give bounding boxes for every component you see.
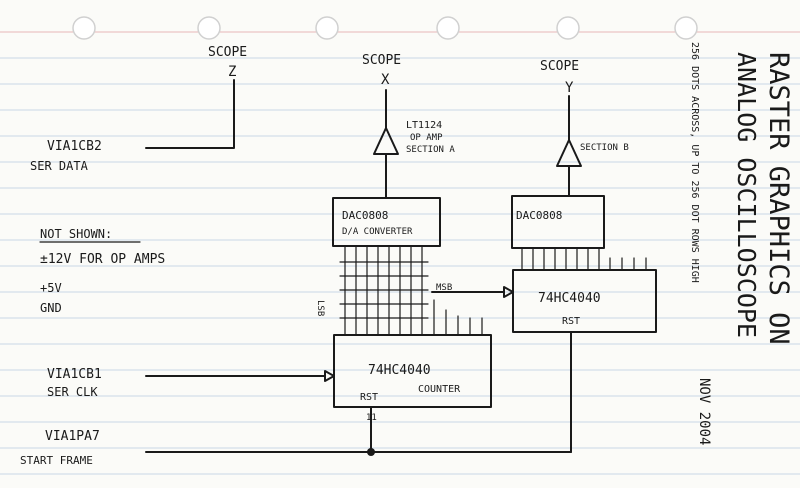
counter-main-part: 74HC4040 xyxy=(368,363,431,378)
opamp-b-section: SECTION B xyxy=(580,143,629,153)
scope-x-label: SCOPE xyxy=(362,53,401,68)
scope-y-label: SCOPE xyxy=(540,59,579,74)
opamp-a-part: LT1124 xyxy=(406,120,442,131)
counter-y-clock-arrow xyxy=(503,286,514,298)
not-shown-heading: NOT SHOWN: xyxy=(40,227,112,241)
junction-dot xyxy=(367,448,375,456)
start-frame-desc: START FRAME xyxy=(20,454,93,467)
dac-x-bus xyxy=(339,245,429,336)
counter-y-chip xyxy=(512,269,657,333)
dac-y-part: DAC0808 xyxy=(516,209,562,222)
title-line-2: ANALOG OSCILLOSCOPE xyxy=(732,52,761,338)
ser-clk-net: VIA1CB1 xyxy=(47,367,102,382)
start-frame-net: VIA1PA7 xyxy=(45,429,100,444)
scope-z-wire xyxy=(145,79,235,149)
not-shown-item: +5V xyxy=(40,281,62,295)
lsb-label: LSB xyxy=(315,300,325,316)
dac-y-bus xyxy=(521,247,647,271)
subtitle-line: 256 DOTS ACROSS, UP TO 256 DOT ROWS HIGH xyxy=(689,42,700,283)
counter-main-chip xyxy=(333,334,492,408)
counter-main-clock-arrow xyxy=(324,370,335,382)
opamp-a-type: OP AMP xyxy=(410,133,443,143)
ser-data-desc: SER DATA xyxy=(30,159,89,173)
not-shown-item: GND xyxy=(40,301,62,315)
dac-x-part: DAC0808 xyxy=(342,209,388,222)
counter-y-part: 74HC4040 xyxy=(538,291,601,306)
counter-y-rst: RST xyxy=(562,316,580,327)
ser-clk-desc: SER CLK xyxy=(47,385,98,399)
scope-x-letter: X xyxy=(381,72,390,88)
opamp-a-symbol xyxy=(373,127,399,155)
title-block: RASTER GRAPHICS ON ANALOG OSCILLOSCOPE xyxy=(732,52,794,345)
dac-x-desc: D/A CONVERTER xyxy=(342,227,413,237)
dac-y-chip xyxy=(511,195,605,249)
scope-z-label: SCOPE xyxy=(208,45,247,60)
date-label: NOV 2004 xyxy=(696,378,712,445)
scope-z-letter: Z xyxy=(228,64,236,80)
binder-holes xyxy=(72,16,698,40)
paper-rules xyxy=(0,31,800,475)
not-shown-item: ±12V FOR OP AMPS xyxy=(40,252,165,267)
scope-y-letter: Y xyxy=(565,80,574,96)
opamp-a-section: SECTION A xyxy=(406,145,455,155)
counter-main-rst: RST xyxy=(360,392,378,403)
msb-label: MSB xyxy=(436,283,452,293)
subtitle-block: 256 DOTS ACROSS, UP TO 256 DOT ROWS HIGH xyxy=(689,42,700,283)
counter-extra-outputs xyxy=(433,299,483,336)
ser-data-net: VIA1CB2 xyxy=(47,139,102,154)
dac-x-chip xyxy=(332,197,441,247)
date-block: NOV 2004 xyxy=(696,378,712,445)
title-line-1: RASTER GRAPHICS ON xyxy=(763,52,794,345)
counter-main-type: COUNTER xyxy=(418,384,461,395)
